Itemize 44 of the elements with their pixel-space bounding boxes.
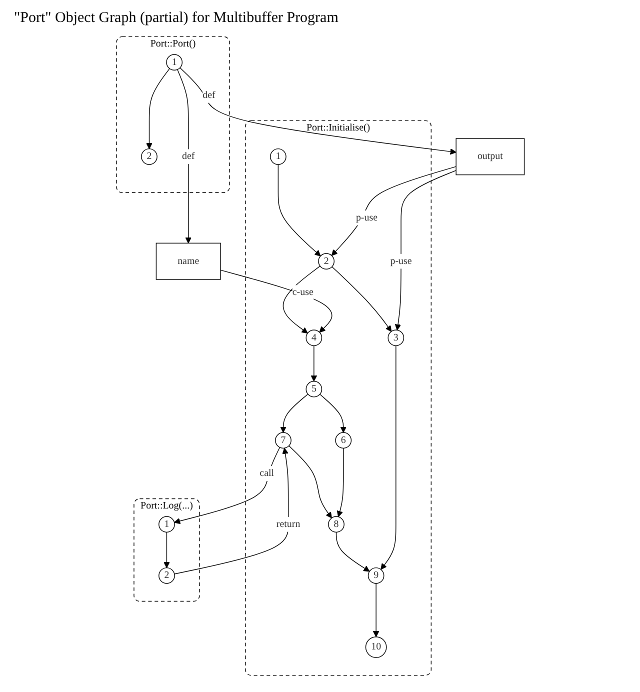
edge-label: p-use [356,212,378,224]
node-circle: 4 [305,330,322,346]
arrow [174,448,288,574]
arrow [220,270,332,333]
arrow [174,447,280,524]
node-box: output [455,138,524,176]
arrow [277,164,320,256]
arrow [310,345,317,382]
node-circle: 5 [305,380,322,398]
arrow [372,583,379,638]
node-circle: 1 [166,54,182,70]
node-circle: 8 [328,516,344,533]
node-box: name [155,242,220,280]
diagram-title: "Port" Object Graph (partial) for Multibuffer Program [13,9,340,28]
node-circle: 1 [270,148,286,165]
node-circle: 2 [158,567,175,584]
node-circle: 6 [334,432,352,449]
arrow [331,266,392,332]
node-circle: 2 [318,253,334,270]
arrow [146,68,170,150]
arrow [394,170,456,330]
arrow [330,166,456,256]
edge-label: call [259,468,274,479]
arrow [288,445,332,518]
arrow [176,69,192,244]
edge-label: def [202,90,215,101]
edge-label: p-use [390,256,412,267]
arrow [336,532,370,572]
arrow [319,394,346,433]
edge-label: return [276,519,300,530]
edge-label: c-use [292,287,313,298]
arrow [336,448,344,518]
node-circle: 9 [368,567,384,584]
arrow [280,394,308,433]
node-circle: 2 [140,148,158,165]
node-circle: 1 [158,516,175,533]
arrow [163,532,170,568]
arrow [179,67,456,155]
arrow [380,345,396,570]
arrow [282,266,320,334]
node-circle: 3 [387,330,404,346]
node-circle: 7 [274,432,292,449]
node-circle: 10 [365,636,386,658]
edge-label: def [182,151,194,162]
